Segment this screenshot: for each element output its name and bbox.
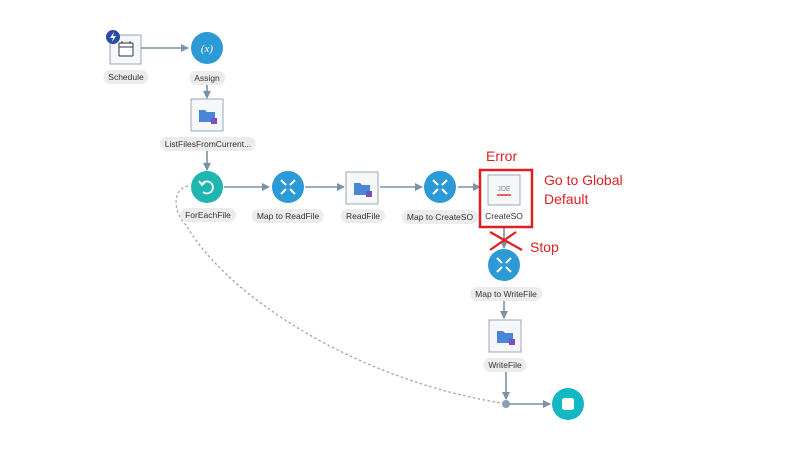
mapper-icon — [496, 257, 512, 273]
go-to-global-line-2: Default — [544, 191, 589, 207]
schedule-label: Schedule — [103, 70, 149, 84]
lightning-icon — [106, 30, 120, 44]
createso-node[interactable]: JDE — [478, 168, 534, 229]
foreach-node[interactable] — [191, 171, 223, 203]
map-to-readfile-label: Map to ReadFile — [251, 209, 325, 223]
listfiles-label: ListFilesFromCurrent... — [159, 137, 257, 151]
ftp-folder-icon — [354, 183, 372, 197]
error-annotation: Error — [486, 148, 518, 164]
merge-point — [502, 400, 510, 408]
foreach-label: ForEachFile — [180, 208, 236, 222]
go-to-global-annotation: Go to Global Default — [544, 171, 623, 209]
end-node[interactable] — [552, 388, 584, 420]
readfile-node[interactable] — [345, 171, 379, 205]
loop-icon — [198, 180, 214, 195]
calendar-icon — [118, 41, 134, 57]
mapper-icon — [280, 179, 296, 195]
connectors — [141, 44, 551, 408]
schedule-node[interactable] — [106, 30, 142, 65]
readfile-label: ReadFile — [340, 209, 386, 223]
go-to-global-line-1: Go to Global — [544, 172, 623, 188]
stop-icon — [562, 398, 574, 410]
assign-label: Assign — [189, 71, 225, 85]
createso-label: CreateSO — [485, 211, 523, 221]
svg-text:JDE: JDE — [497, 186, 511, 193]
writefile-label: WriteFile — [483, 358, 527, 372]
assign-node[interactable]: (x) — [191, 32, 223, 64]
loop-back-dashed-line — [175, 185, 502, 404]
ftp-folder-icon — [497, 331, 515, 345]
error-highlight-box — [478, 168, 534, 229]
variable-icon: (x) — [201, 43, 214, 55]
map-to-createso-node[interactable] — [424, 171, 456, 203]
map-to-writefile-label: Map to WriteFile — [470, 287, 542, 301]
map-to-createso-label: Map to CreateSO — [401, 210, 479, 224]
stop-annotation: Stop — [530, 239, 559, 255]
ftp-folder-icon — [199, 110, 217, 124]
map-to-readfile-node[interactable] — [272, 171, 304, 203]
map-to-writefile-node[interactable] — [488, 249, 520, 281]
stop-cross-mark — [489, 231, 523, 251]
writefile-node[interactable] — [488, 319, 522, 353]
jde-adapter-icon: JDE — [497, 186, 511, 196]
listfiles-node[interactable] — [190, 98, 224, 132]
mapper-icon — [432, 179, 448, 195]
